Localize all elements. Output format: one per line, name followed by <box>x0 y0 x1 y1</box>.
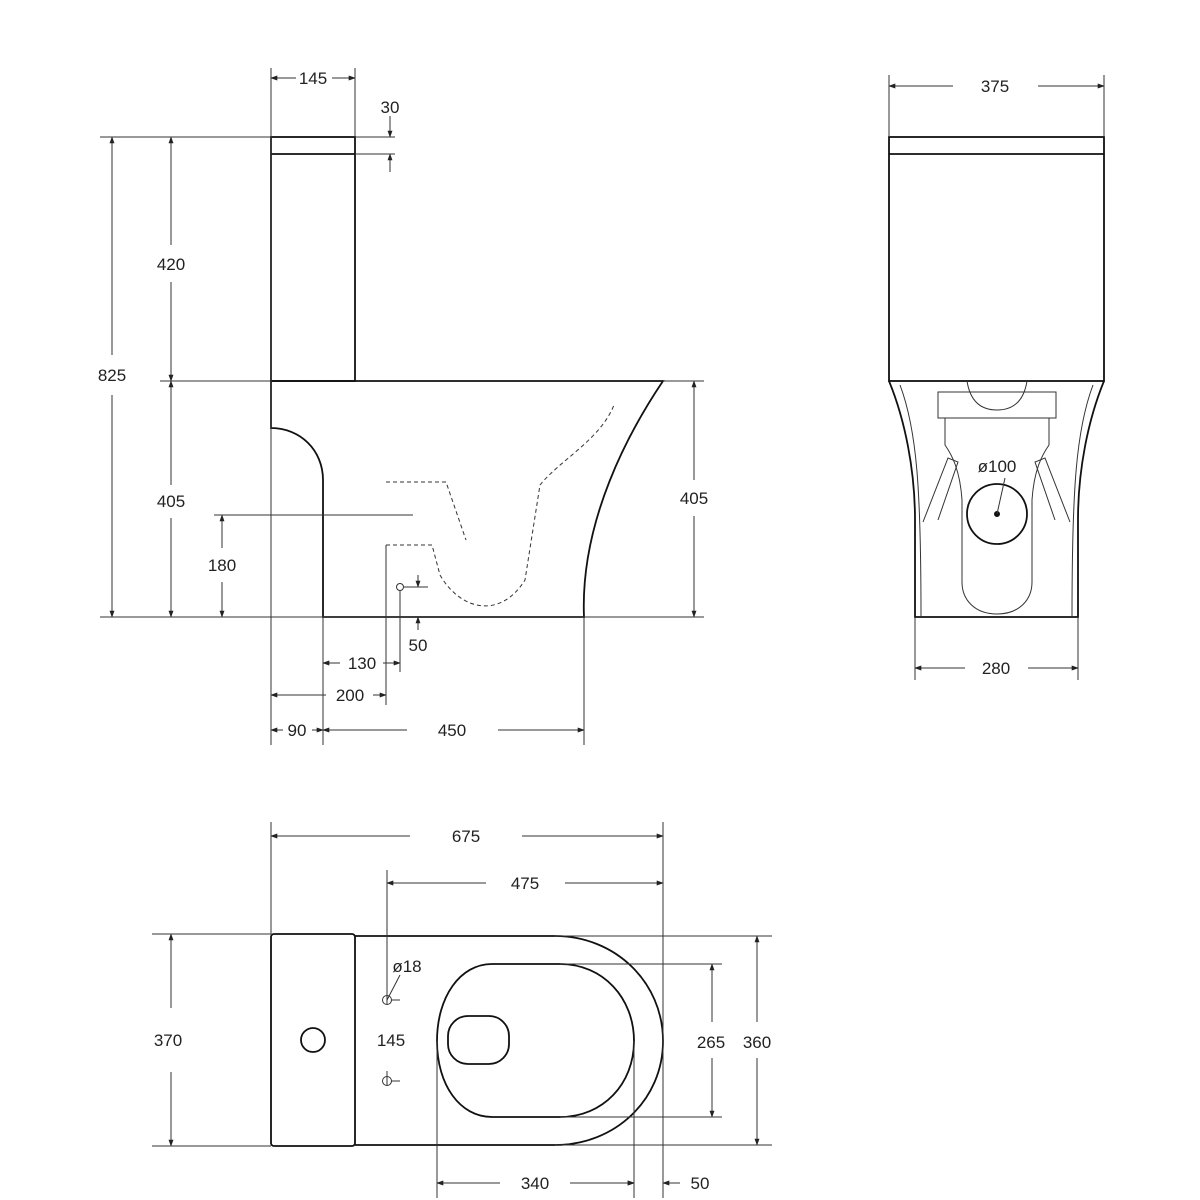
dim-top-tank-width: 370 <box>154 1031 182 1050</box>
dim-lid-height: 30 <box>381 98 400 117</box>
top-seat-outline <box>436 963 635 1118</box>
dim-450: 450 <box>438 721 466 740</box>
bowl-outline <box>270 380 665 618</box>
top-view: ø18 145 675 475 370 265 360 <box>152 822 772 1198</box>
top-bowl-drain <box>447 1015 510 1065</box>
dim-130: 130 <box>348 654 376 673</box>
dim-tank-height: 420 <box>157 255 185 274</box>
dim-seat-length: 340 <box>521 1174 549 1193</box>
front-view: ø100 375 280 <box>888 75 1105 680</box>
front-pedestal-outline <box>888 380 1105 618</box>
dim-front-overhang: 50 <box>691 1174 710 1193</box>
dim-base-width: 280 <box>982 659 1010 678</box>
side-view: 145 30 825 420 405 180 405 50 130 <box>98 68 708 745</box>
dim-fixing-hole-diameter: ø18 <box>392 957 421 976</box>
outlet-circle <box>966 483 1028 545</box>
top-tank-flush-button <box>300 1027 326 1053</box>
dim-inlet-height: 180 <box>208 556 236 575</box>
dim-overall-height: 825 <box>98 366 126 385</box>
dim-outlet-offset: 50 <box>409 636 428 655</box>
dim-90: 90 <box>288 721 307 740</box>
dim-tank-depth: 145 <box>299 69 327 88</box>
dim-fixing-hole-spacing: 145 <box>377 1031 405 1050</box>
fixing-point-marker <box>396 583 404 591</box>
dim-bowl-height-left: 405 <box>157 492 185 511</box>
top-tank-outline <box>270 933 356 1147</box>
dim-hole-to-front: 475 <box>511 874 539 893</box>
dim-200: 200 <box>336 686 364 705</box>
dim-seat-width: 265 <box>697 1033 725 1052</box>
dim-bowl-height-right: 405 <box>680 489 708 508</box>
dim-front-tank-width: 375 <box>981 77 1009 96</box>
dim-bowl-width: 360 <box>743 1033 771 1052</box>
trapway-hidden-line <box>386 404 615 607</box>
dim-outlet-diameter: ø100 <box>978 457 1017 476</box>
dim-overall-length: 675 <box>452 827 480 846</box>
front-tank-outline <box>888 136 1105 382</box>
tank-outline <box>270 136 356 382</box>
